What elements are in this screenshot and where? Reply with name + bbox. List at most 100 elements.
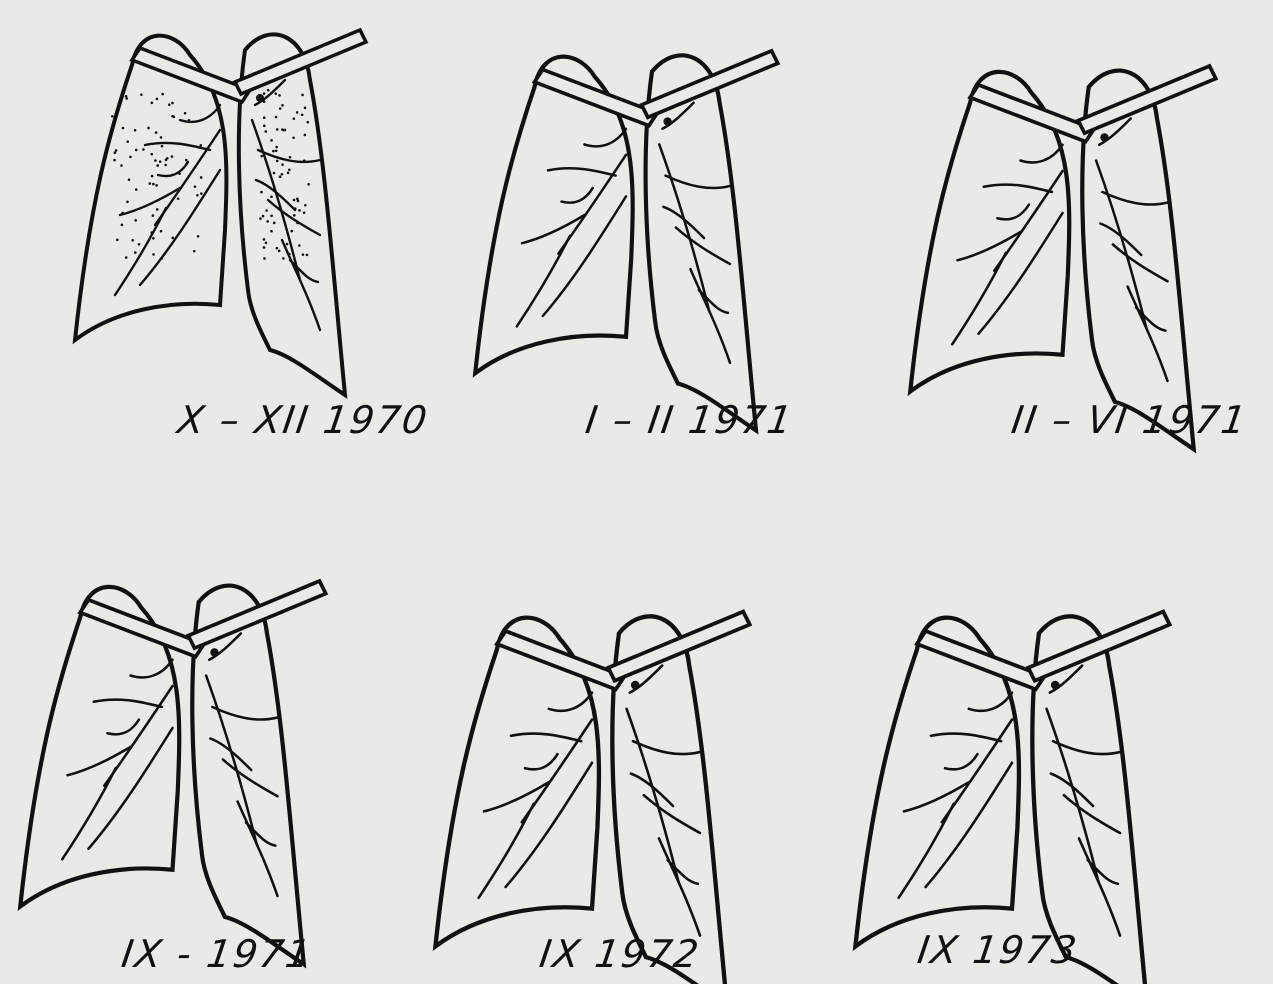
stipple-dot: [177, 197, 180, 200]
stipple-dot: [134, 219, 137, 222]
stipple-dot: [306, 254, 309, 257]
stipple-dot: [113, 159, 116, 162]
stipple-dot: [288, 168, 291, 171]
stipple-dot: [303, 211, 306, 214]
stipple-dot: [266, 220, 269, 223]
bronchial-branch: [931, 734, 1001, 742]
stipple-dot: [138, 243, 141, 246]
stipple-dot: [301, 94, 304, 97]
stipple-dot: [281, 104, 284, 107]
stipple-dot: [184, 112, 187, 115]
stipple-dot: [279, 175, 282, 178]
stipple-dot: [121, 224, 124, 227]
stipple-dot: [304, 204, 307, 207]
stipple-dot: [270, 195, 273, 198]
stipple-dot: [126, 200, 129, 203]
stipple-dot: [289, 156, 292, 159]
stipple-dot: [263, 100, 266, 103]
bronchial-branch: [1047, 709, 1099, 882]
stipple-dot: [276, 128, 279, 131]
stipple-dot: [296, 198, 299, 201]
bronchial-branch: [1128, 287, 1168, 382]
bronchial-branch: [699, 290, 728, 313]
bronchial-branch: [1088, 860, 1118, 884]
stipple-dot: [306, 121, 309, 124]
bronchial-branch: [644, 795, 700, 833]
bronchial-branch: [899, 804, 954, 898]
focal-lesion-dot: [210, 648, 218, 656]
stipple-dot: [260, 155, 263, 158]
stipple-dot: [293, 117, 296, 120]
stipple-dot: [293, 199, 296, 202]
stipple-dot: [263, 92, 266, 95]
stipple-dot: [125, 256, 128, 259]
stipple-dot: [135, 149, 138, 152]
focal-lesion-dot: [1100, 133, 1108, 141]
bronchial-branch: [1096, 161, 1146, 329]
stipple-dot: [151, 175, 154, 178]
stipple-dot: [276, 247, 279, 250]
stipple-dot: [307, 183, 310, 186]
stipple-dot: [128, 178, 131, 181]
stipple-dot: [282, 129, 285, 132]
panel-3-caption: II – VI 1971: [1009, 398, 1251, 442]
stipple-dot: [164, 164, 167, 167]
stipple-dot: [263, 124, 266, 127]
stipple-dot: [171, 102, 174, 105]
stipple-dot: [199, 144, 202, 147]
lung-pair-3: [910, 66, 1216, 449]
stipple-dot: [154, 159, 157, 162]
stipple-dot: [188, 119, 191, 122]
stipple-dot: [302, 253, 305, 256]
panel-5-caption: IX 1972: [537, 932, 703, 976]
lung-pair-5: [435, 612, 749, 984]
stipple-dot: [156, 164, 159, 167]
stipple-dot: [171, 155, 174, 158]
stipple-dot: [122, 127, 125, 130]
bronchial-branch: [206, 676, 256, 844]
focal-lesion-dot: [1051, 681, 1060, 690]
bronchial-branch: [659, 838, 700, 935]
stipple-dot: [115, 149, 118, 152]
bronchial-branch: [1064, 795, 1120, 833]
stipple-dot: [159, 160, 162, 163]
stipple-dot: [304, 134, 307, 137]
stipple-dot: [156, 208, 159, 211]
stipple-dot: [135, 188, 138, 191]
stipple-dot: [267, 89, 270, 92]
stipple-dot: [275, 116, 278, 119]
stipple-dot: [296, 111, 299, 114]
stipple-dot: [288, 253, 291, 256]
stipple-dot: [200, 192, 203, 195]
stipple-dot: [120, 164, 123, 167]
stipple-dot: [262, 215, 265, 218]
bronchial-branch: [1021, 145, 1063, 163]
stipple-dot: [301, 113, 304, 116]
stipple-dot: [298, 244, 301, 247]
stipple-dot: [125, 95, 128, 98]
stipple-dot: [161, 145, 164, 148]
bronchial-branch: [690, 269, 730, 363]
stipple-dot: [265, 209, 268, 212]
stipple-dot: [134, 129, 137, 132]
stipple-dot: [152, 214, 155, 217]
bronchial-branch: [548, 168, 616, 175]
stipple-dot: [197, 235, 200, 238]
bronchial-branch: [627, 709, 679, 882]
bronchial-branch: [517, 236, 570, 326]
bronchial-branch: [107, 720, 139, 735]
focal-lesion-dot: [256, 94, 264, 102]
bronchial-branch: [511, 734, 581, 742]
bronchial-branch: [479, 804, 534, 898]
bronchial-branch: [115, 208, 166, 295]
stipple-dot: [274, 92, 277, 95]
stipple-dot: [161, 93, 164, 96]
bronchial-branch: [676, 228, 730, 264]
lung-pair-2: [475, 51, 778, 431]
bronchial-branch: [1136, 308, 1165, 331]
bronchial-branch: [952, 253, 1006, 344]
stipple-dot: [276, 160, 279, 163]
stipple-dot: [172, 174, 175, 177]
stipple-dot: [151, 102, 154, 105]
